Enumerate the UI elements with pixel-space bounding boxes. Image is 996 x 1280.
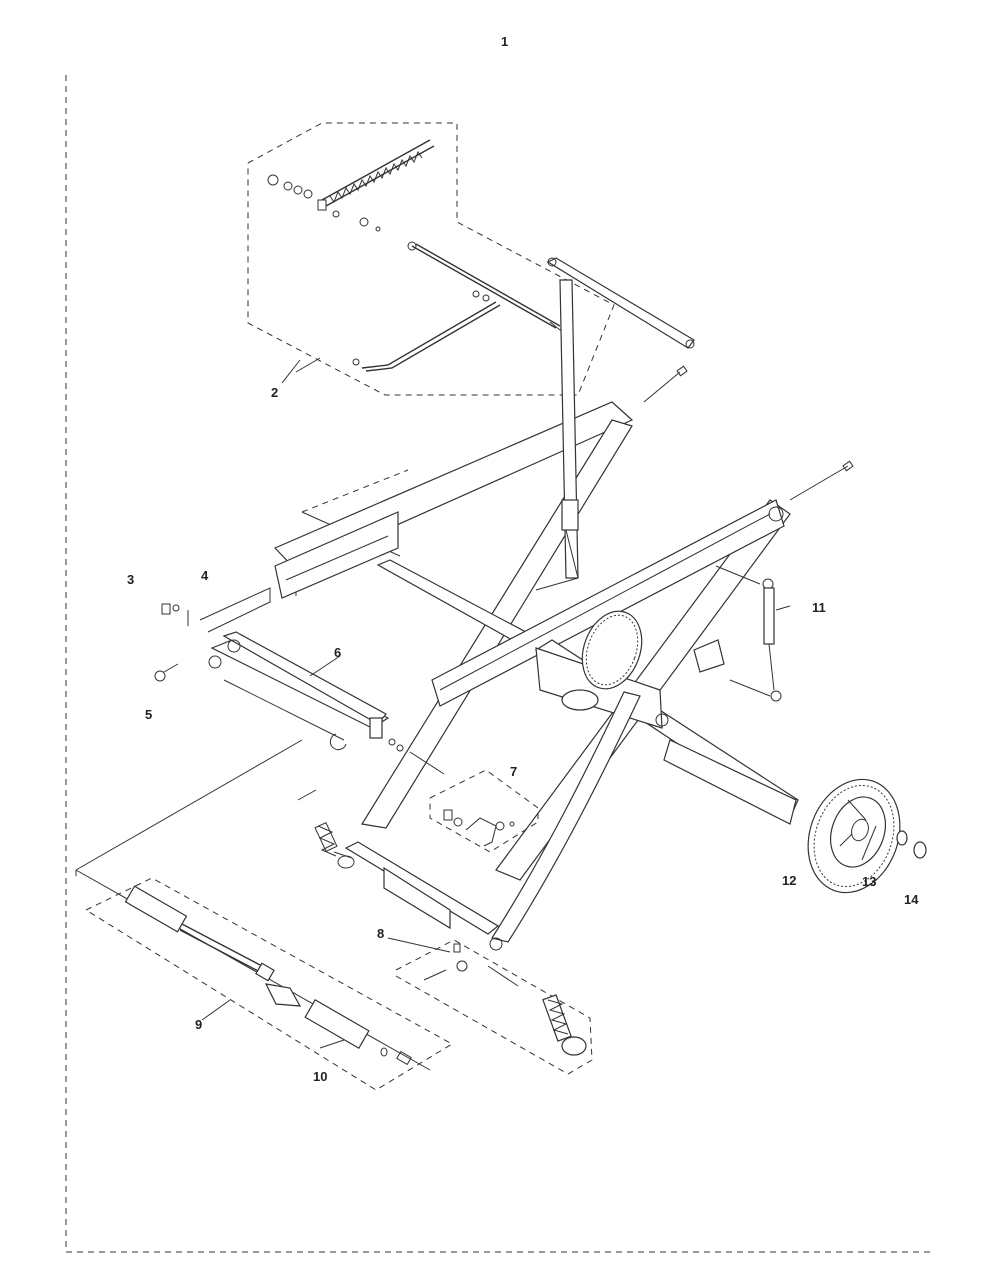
callout-labels: 1 2 3 4 5 6 7 8 9 10 11 12 13 14 bbox=[127, 34, 919, 1084]
callout-2: 2 bbox=[271, 385, 278, 400]
callout-8: 8 bbox=[377, 926, 384, 941]
left-foot-spring bbox=[314, 822, 355, 869]
leader-top-rail bbox=[301, 469, 409, 513]
top-bolt bbox=[643, 365, 854, 501]
callout-1: 1 bbox=[501, 34, 508, 49]
nut-14 bbox=[913, 841, 927, 859]
callout-7: 7 bbox=[510, 764, 517, 779]
gas-strut-11 bbox=[715, 565, 782, 702]
washer-13 bbox=[896, 830, 908, 846]
main-frame bbox=[199, 257, 799, 943]
callout-6: 6 bbox=[334, 645, 341, 660]
bracket-subassembly-7 bbox=[297, 751, 539, 853]
callout-13: 13 bbox=[862, 874, 876, 889]
callout-12: 12 bbox=[782, 873, 796, 888]
rear-wheel bbox=[561, 610, 725, 711]
foot-subassembly-8 bbox=[395, 937, 593, 1075]
leg-lock-subassembly bbox=[247, 122, 615, 396]
extension-tube-10 bbox=[304, 999, 412, 1066]
front-wheel-12 bbox=[807, 778, 901, 894]
callout-9: 9 bbox=[195, 1017, 202, 1032]
small-hardware-3-4-5 bbox=[154, 603, 189, 682]
assembly-boundary bbox=[65, 75, 932, 1253]
callout-14: 14 bbox=[904, 892, 919, 907]
callout-leaders bbox=[201, 359, 791, 1049]
callout-3: 3 bbox=[127, 572, 134, 587]
callout-10: 10 bbox=[313, 1069, 327, 1084]
callout-5: 5 bbox=[145, 707, 152, 722]
slide-bracket bbox=[75, 631, 431, 1071]
extension-subassembly-9 bbox=[75, 870, 453, 1091]
callout-4: 4 bbox=[201, 568, 209, 583]
callout-11: 11 bbox=[812, 600, 826, 615]
